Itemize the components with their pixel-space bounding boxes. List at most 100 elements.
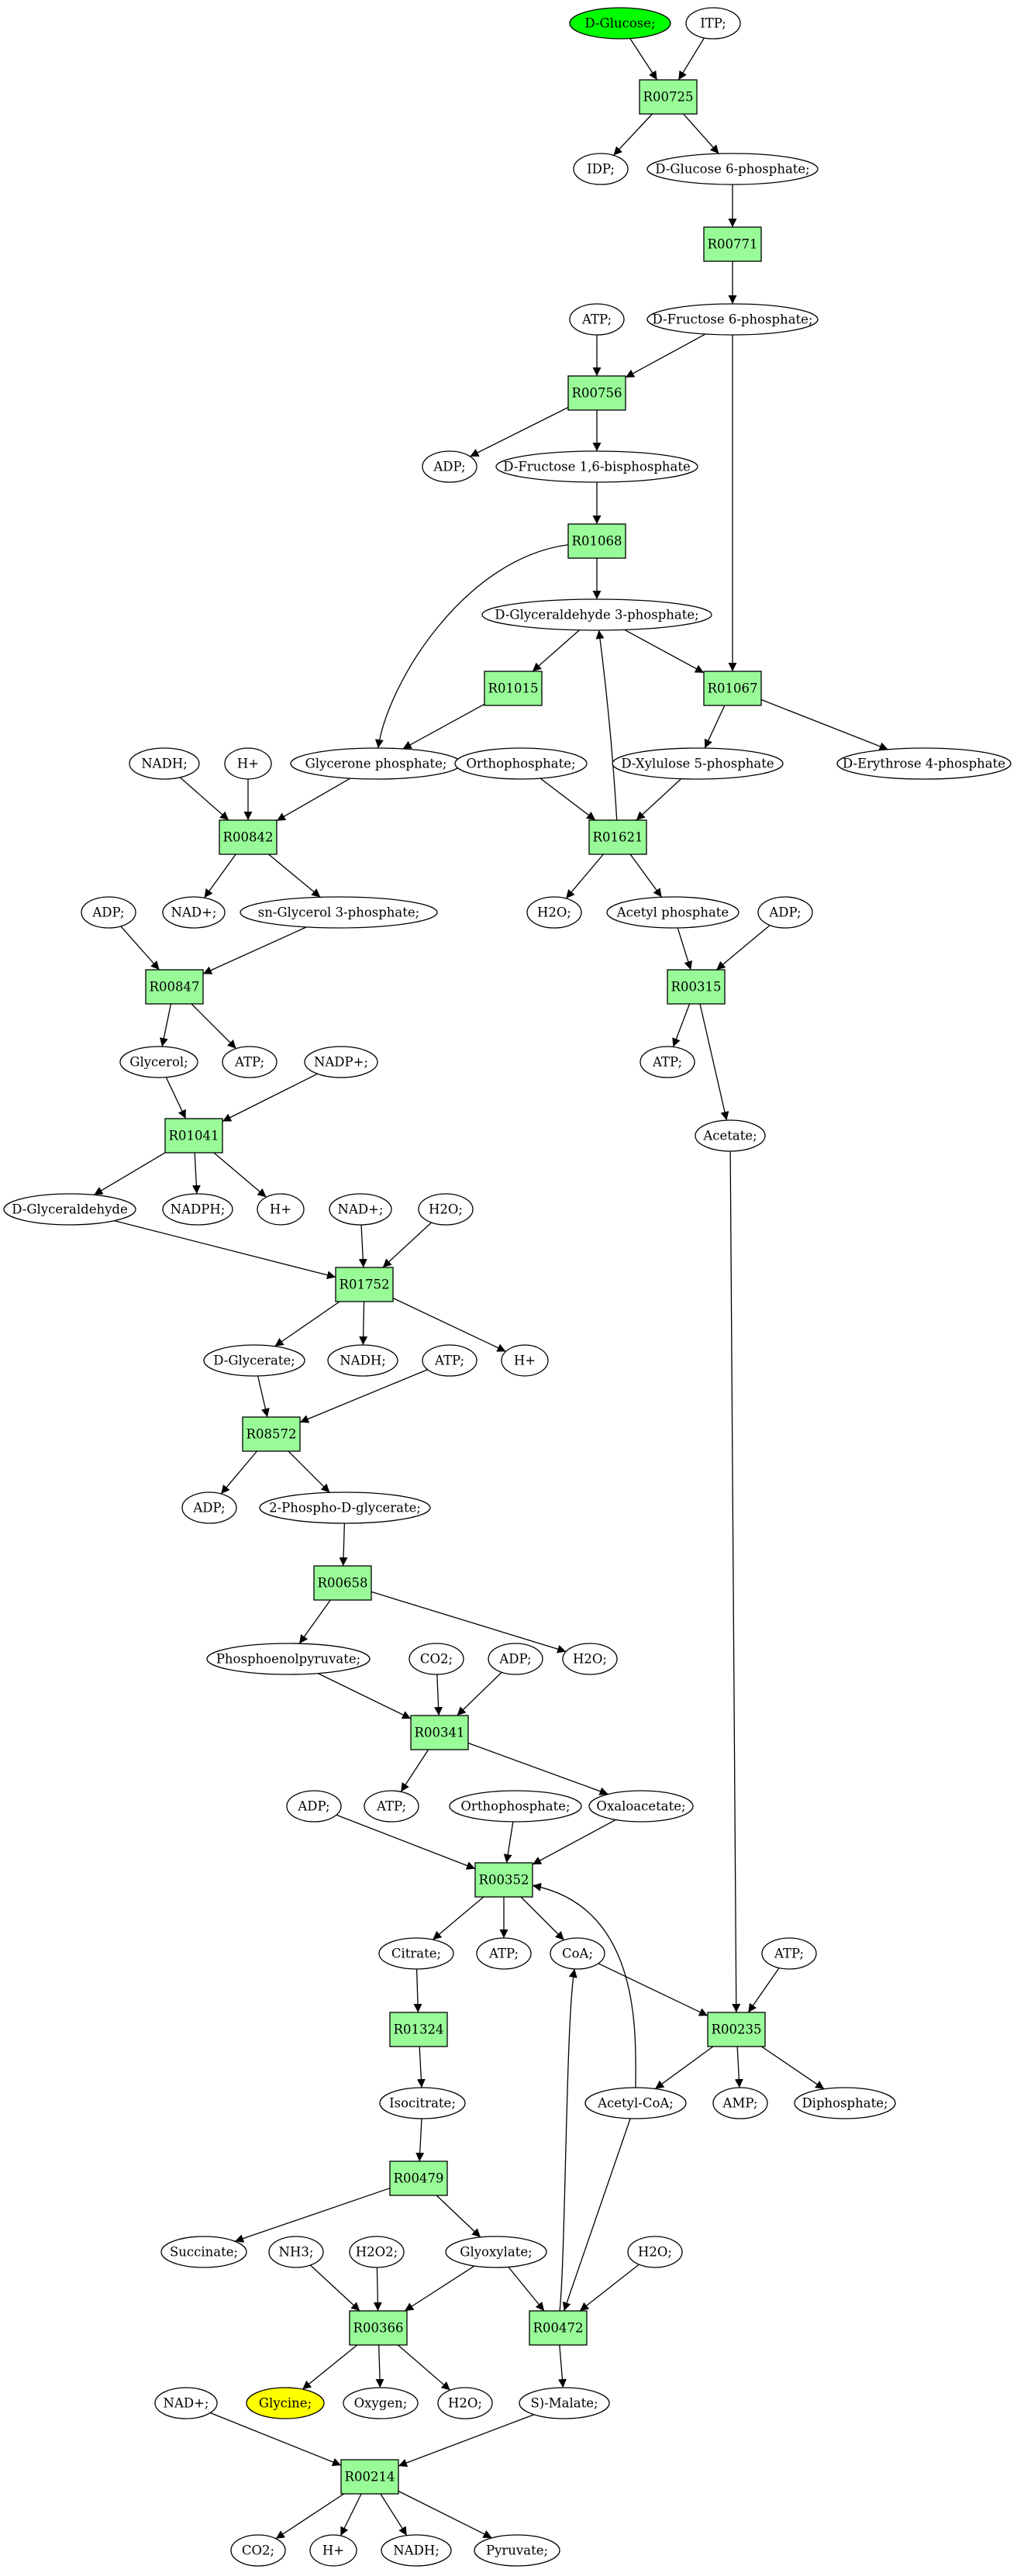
edge-smalate-to-r00214 <box>398 2414 535 2467</box>
node-label: ADP; <box>192 1501 225 1516</box>
metabolite-node-dhap: Glycerone phosphate; <box>290 747 462 780</box>
node-shape <box>309 2534 357 2567</box>
reaction-node-r00352: R00352 <box>474 1862 533 1898</box>
metabolite-node-ortho2: Orthophosphate; <box>449 1790 582 1823</box>
node-label: R00366 <box>353 2321 404 2336</box>
node-shape <box>474 2534 560 2567</box>
metabolite-node-atp4: ATP; <box>422 1344 477 1377</box>
edge-r01752-to-dglycerate <box>274 1301 340 1347</box>
node-shape <box>304 1046 378 1078</box>
metabolite-node-dglyald: D-Glyceraldehyde <box>3 1193 136 1226</box>
node-label: ATP; <box>434 1354 464 1368</box>
edge-nadpplus-to-r01041 <box>222 1073 318 1122</box>
node-shape <box>335 1267 394 1302</box>
metabolite-node-glycerol: Glycerol; <box>119 1046 198 1078</box>
edge-adp6-to-r00352 <box>336 1814 476 1870</box>
node-label: R08572 <box>246 1427 297 1442</box>
edge-r00315-to-atp3 <box>672 1003 691 1047</box>
node-shape <box>230 2534 286 2567</box>
edge-r00214-to-nadh3 <box>380 2493 408 2536</box>
node-shape <box>567 523 626 559</box>
metabolite-node-acp: Acetyl phosphate <box>606 896 739 929</box>
edge-acoa-to-r00352 <box>532 1882 636 2088</box>
metabolite-node-citrate: Citrate; <box>378 1937 454 1970</box>
edge-r00658-to-pep <box>298 1599 331 1644</box>
node-shape <box>389 2160 448 2196</box>
node-shape <box>181 1491 237 1524</box>
edge-r00341-to-oaa <box>467 1742 608 1795</box>
edge-glycerol-to-r01041 <box>165 1077 187 1119</box>
edge-acoa-to-r00472 <box>562 2118 631 2312</box>
node-label: D-Glyceraldehyde <box>12 1202 128 1217</box>
node-shape <box>495 450 698 483</box>
node-label: Oxygen; <box>354 2396 408 2411</box>
edge-r01041-to-hplus2 <box>213 1152 267 1198</box>
node-label: R00235 <box>712 2023 762 2037</box>
node-shape <box>588 1790 694 1823</box>
node-label: ADP; <box>768 905 801 920</box>
metabolite-node-glycine: Glycine; <box>246 2387 325 2419</box>
node-shape <box>606 896 739 929</box>
node-shape <box>529 2310 588 2346</box>
node-label: R01068 <box>572 534 622 549</box>
edge-r08572-to-adp4 <box>220 1450 257 1495</box>
metabolite-node-nadph: NADPH; <box>162 1193 233 1226</box>
node-label: IDP; <box>587 162 615 177</box>
metabolite-node-atp2: ATP; <box>222 1046 278 1078</box>
edge-r00366-to-h2o5 <box>397 2344 451 2391</box>
metabolite-node-co2a: CO2; <box>409 1643 464 1675</box>
node-shape <box>707 2012 766 2047</box>
edge-ortho2-to-r00352 <box>503 1821 514 1864</box>
node-label: CoA; <box>562 1947 593 1961</box>
node-label: Glycerone phosphate; <box>305 757 447 771</box>
reaction-node-r00341: R00341 <box>410 1715 469 1750</box>
metabolite-node-glyoxylate: Glyoxylate; <box>445 2236 547 2268</box>
edge-r00366-to-glycine <box>302 2344 358 2390</box>
node-label: NADH; <box>141 757 188 771</box>
edge-r08572-to-pg2 <box>288 1450 330 1493</box>
node-shape <box>409 1643 464 1675</box>
node-shape <box>257 1193 305 1226</box>
edge-pg2-to-r00658 <box>339 1522 348 1567</box>
node-shape <box>476 1937 532 1970</box>
metabolite-node-atp6: ATP; <box>476 1937 532 1970</box>
node-shape <box>569 303 625 336</box>
metabolite-node-nadp3: NAD+; <box>154 2387 218 2419</box>
edge-atp4-to-r08572 <box>299 1369 428 1423</box>
node-label: R01015 <box>488 681 539 696</box>
node-label: NADH; <box>340 1354 386 1368</box>
reaction-node-r01067: R01067 <box>703 671 762 706</box>
node-label: H2O; <box>429 1202 463 1217</box>
metabolite-node-nadp2: NAD+; <box>329 1193 392 1226</box>
edge-adp3-to-r00315 <box>715 925 771 971</box>
node-label: S)-Malate; <box>530 2396 598 2411</box>
node-shape <box>329 1193 392 1226</box>
node-shape <box>488 1643 543 1675</box>
metabolite-node-h2o3: H2O; <box>562 1643 618 1675</box>
node-label: R00214 <box>345 2470 395 2485</box>
node-label: Glycine; <box>259 2396 312 2411</box>
metabolite-node-f6p: D-Fructose 6-phosphate; <box>646 303 819 336</box>
node-label: ATP; <box>581 312 612 327</box>
node-shape <box>584 2087 687 2119</box>
node-shape <box>246 2387 325 2419</box>
node-label: Oxaloacetate; <box>596 1799 685 1814</box>
reaction-node-r01324: R01324 <box>389 2012 448 2047</box>
edge-r00214-to-co2b <box>275 2493 345 2540</box>
metabolite-node-h2o2b: H2O2; <box>349 2236 405 2268</box>
node-shape <box>129 747 200 780</box>
node-shape <box>639 79 698 115</box>
reaction-node-r01015: R01015 <box>484 671 543 706</box>
metabolite-node-adp4: ADP; <box>181 1491 237 1524</box>
node-shape <box>695 1119 766 1152</box>
reaction-node-r00771: R00771 <box>703 226 762 262</box>
node-label: NADPH; <box>171 1202 226 1217</box>
node-label: H2O2; <box>356 2245 398 2260</box>
edge-nh3-to-r00366 <box>309 2264 360 2312</box>
node-shape <box>422 450 477 483</box>
node-label: R00725 <box>643 90 694 105</box>
reaction-node-r01041: R01041 <box>164 1118 223 1154</box>
node-shape <box>761 1937 817 1970</box>
metabolite-node-itp: ITP; <box>685 7 741 40</box>
